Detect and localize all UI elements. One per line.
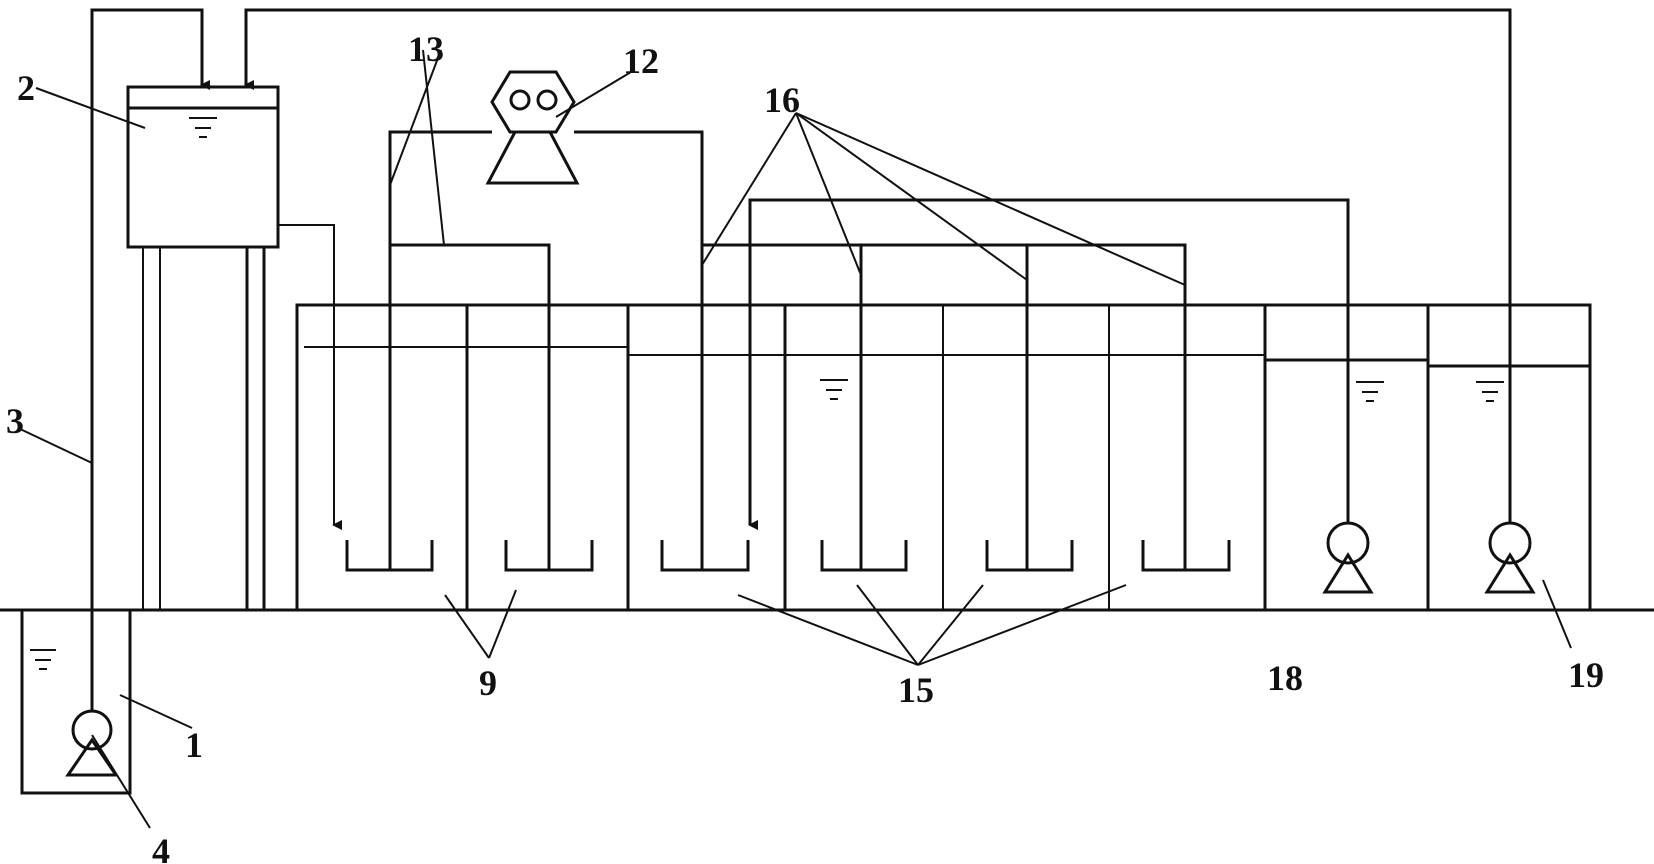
water-level-icon [189,117,217,138]
diffuser-icon [820,540,908,572]
label-19: 19 [1568,655,1604,695]
head-tank [126,85,280,610]
feed-pipe [278,224,342,530]
diffuser-icon [1141,540,1231,572]
diffuser-icon [345,540,434,572]
label-4: 4 [152,831,170,864]
air-pipe-branch [390,243,551,570]
label-18: 18 [1267,658,1303,698]
diffuser-icon [985,540,1074,572]
water-level-icon [1356,381,1384,402]
label-2: 2 [17,68,35,108]
pump-icon [1484,521,1536,594]
sump-tank [20,610,132,795]
pump-icon [1322,521,1374,594]
air-pipe-main [388,130,492,570]
diffuser-icon [504,540,594,572]
leader-lines [17,49,1572,829]
water-level-icon [820,379,848,400]
treatment-basin [295,303,1592,610]
air-pipe-right [574,130,704,570]
return-pipe [244,8,1512,523]
label-13: 13 [408,29,444,69]
label-3: 3 [6,401,24,441]
lift-pipe [90,8,210,711]
pump-icon [65,709,119,777]
label-9: 9 [479,663,497,703]
diffuser-icon [660,540,750,572]
blower-icon [485,70,580,185]
label-12: 12 [623,41,659,81]
label-15: 15 [898,670,934,710]
recirculation-pipe [748,198,1350,530]
label-16: 16 [764,80,800,120]
label-1: 1 [185,725,203,765]
air-pipe-header [702,243,1187,570]
water-level-icon [30,649,56,670]
water-level-icon [1476,381,1504,402]
